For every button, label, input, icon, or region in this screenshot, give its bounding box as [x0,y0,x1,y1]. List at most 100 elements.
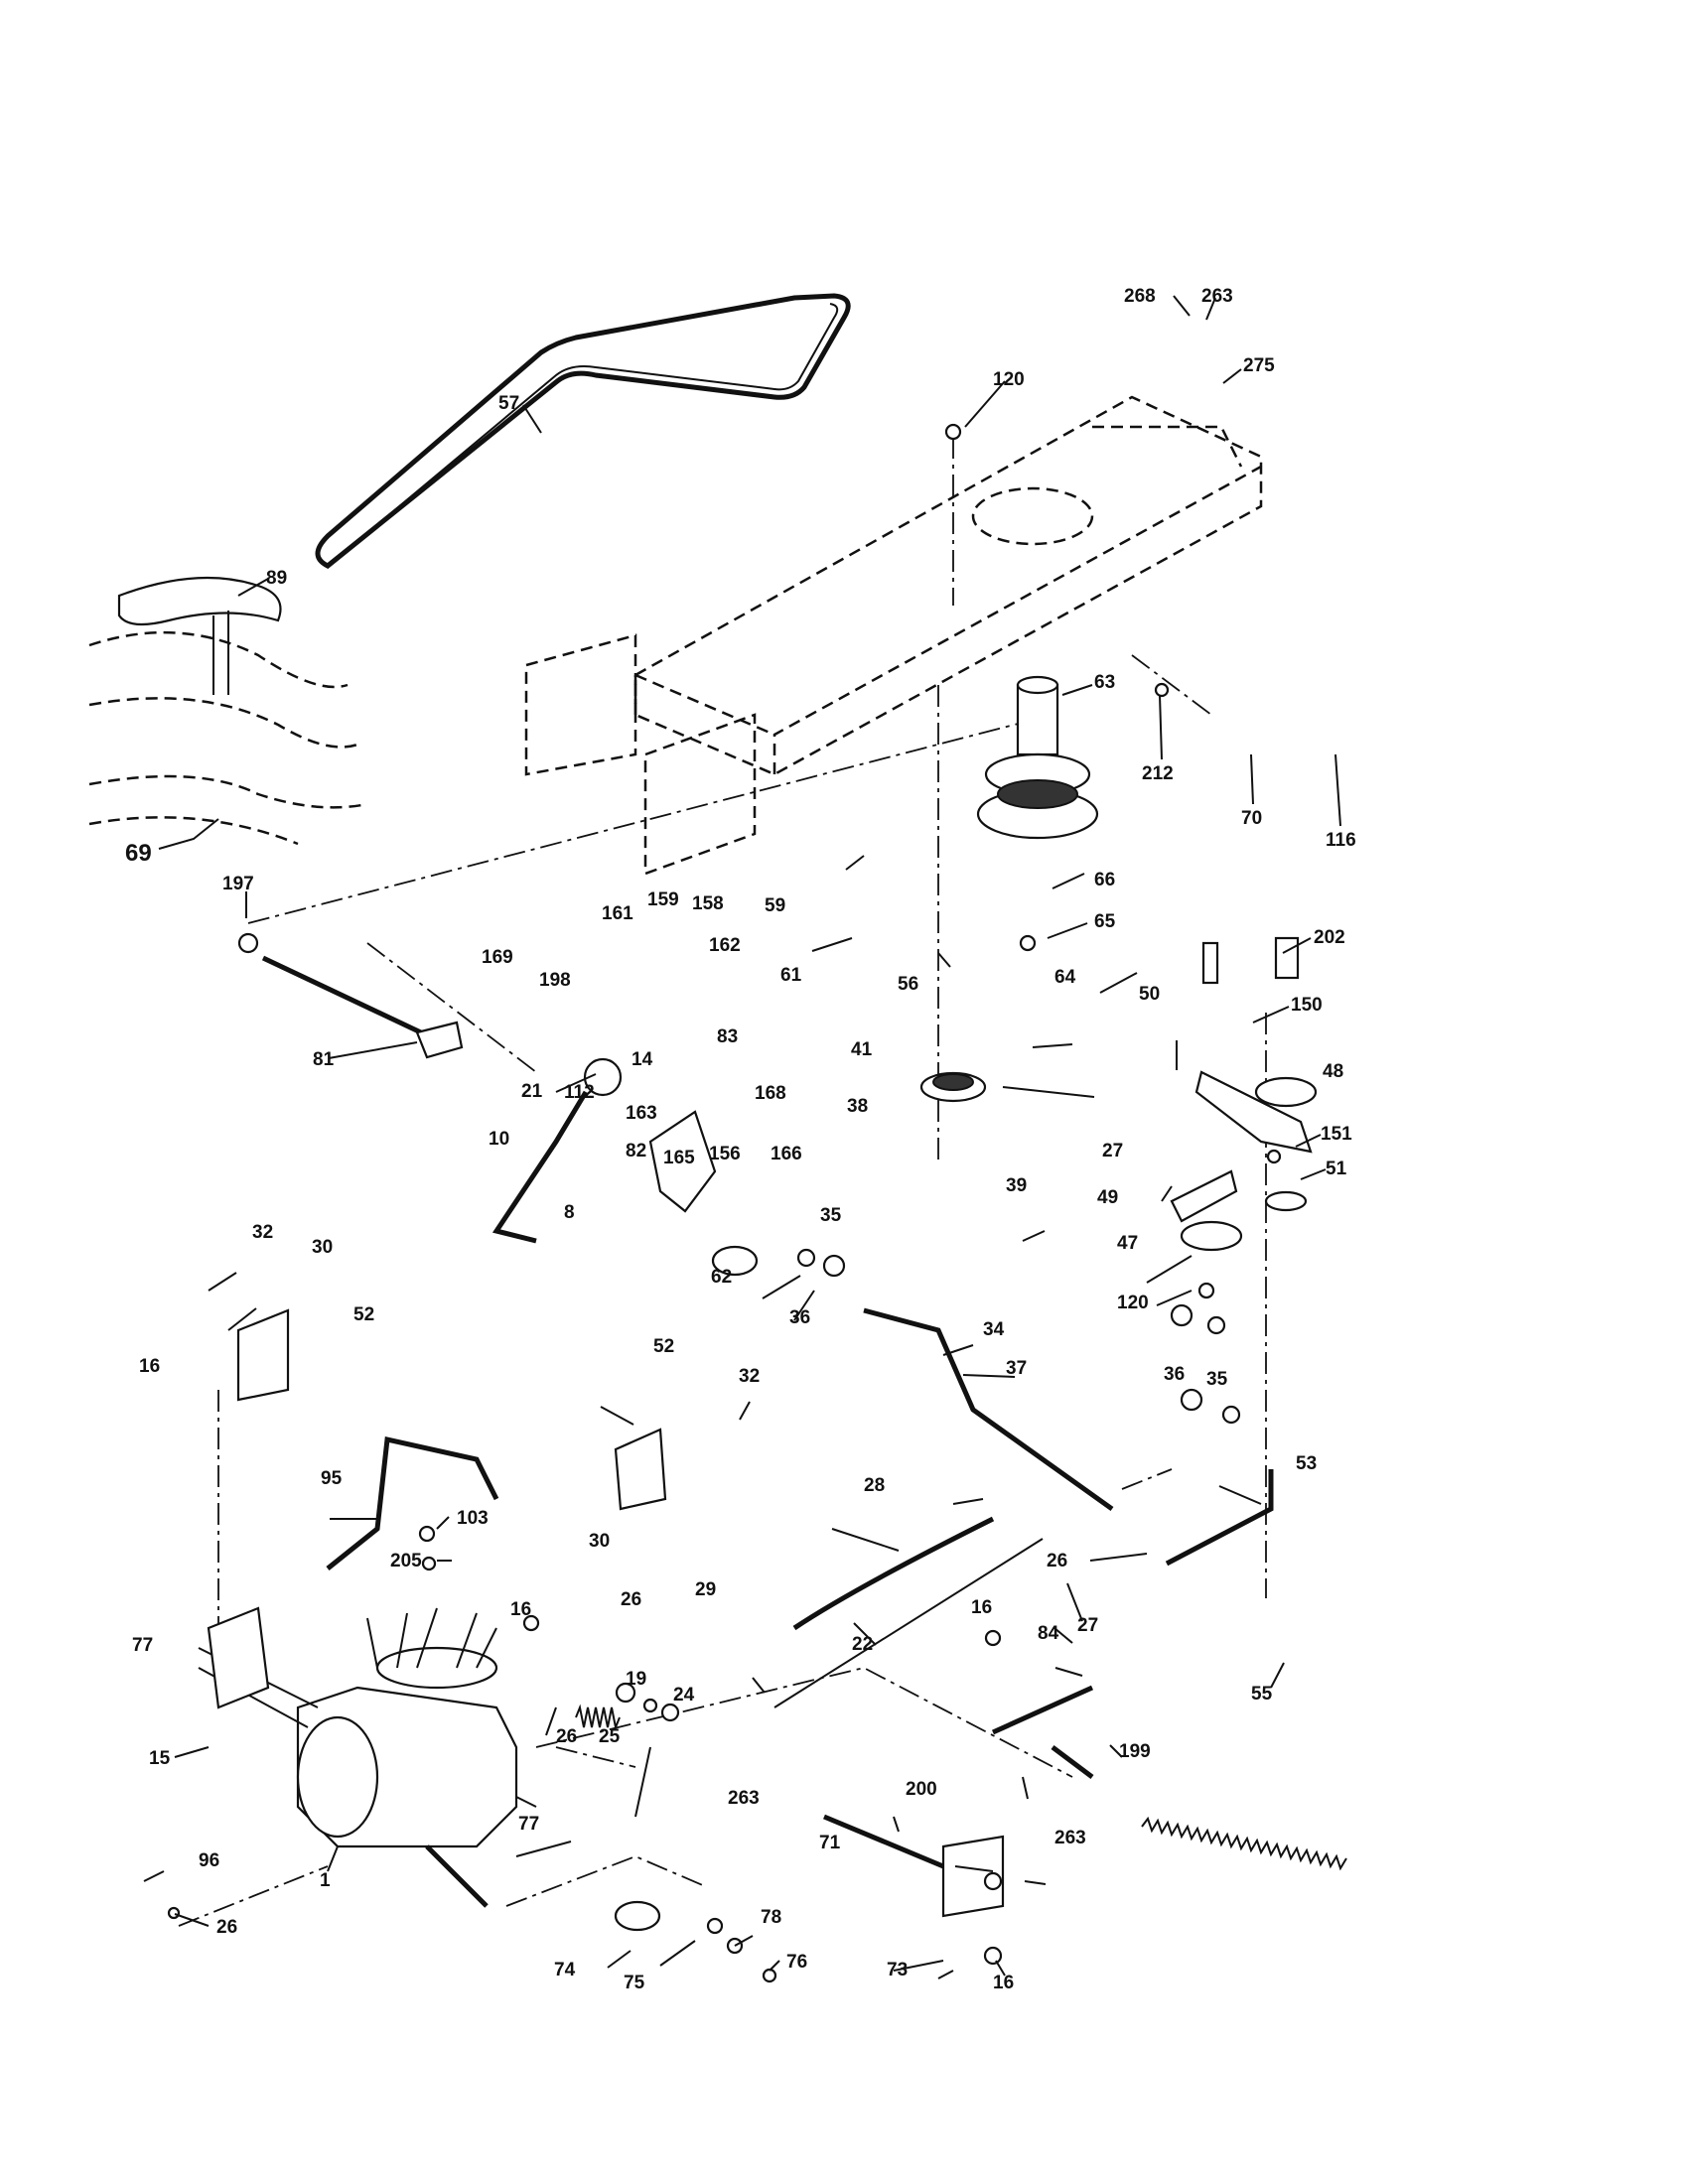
callout-197: 197 [222,874,254,894]
callout-8: 8 [564,1202,575,1223]
callout-65: 65 [1094,911,1116,932]
callout-25: 25 [599,1726,621,1747]
callout-84: 84 [1038,1623,1059,1644]
callout-37: 37 [1006,1358,1027,1379]
callout-41: 41 [851,1039,873,1060]
callout-55: 55 [1251,1684,1273,1705]
callout-78: 78 [761,1907,781,1928]
callout-76: 76 [786,1952,807,1973]
callout-21: 21 [521,1081,543,1102]
callout-150: 150 [1291,995,1323,1016]
callout-112: 112 [564,1082,595,1103]
leader-lines [143,295,1341,1979]
callout-63: 63 [1094,672,1115,693]
hardware [167,423,1282,1983]
frame-outline [524,395,1263,876]
callout-70: 70 [1241,808,1262,829]
callout-82: 82 [626,1141,646,1161]
callout-95: 95 [321,1468,343,1489]
mount-brackets [236,1110,1005,1918]
callout-96: 96 [199,1850,219,1871]
callout-52: 52 [653,1336,674,1357]
callout-39: 39 [1006,1175,1027,1196]
idler-brackets [1170,936,1318,1252]
callout-74: 74 [554,1960,576,1980]
callout-77: 77 [518,1814,539,1835]
callout-205: 205 [390,1551,422,1571]
callout-57: 57 [498,393,519,414]
callout-156: 156 [709,1144,741,1164]
callout-120: 120 [993,369,1025,390]
callout-56: 56 [898,974,918,995]
callout-158: 158 [692,893,724,914]
callout-162: 162 [709,935,741,956]
callout-116: 116 [1326,830,1356,851]
callout-26: 26 [621,1589,641,1610]
callout-28: 28 [864,1475,885,1496]
transaxle [198,1606,518,1908]
callout-26: 26 [216,1917,237,1938]
callout-22: 22 [852,1634,873,1655]
callout-29: 29 [695,1579,716,1600]
callout-49: 49 [1097,1187,1118,1208]
callout-19: 19 [626,1669,646,1690]
callout-81: 81 [313,1049,335,1070]
callout-26: 26 [556,1726,577,1747]
callout-47: 47 [1117,1233,1138,1254]
rods [261,955,1274,1869]
callout-32: 32 [739,1366,760,1387]
pulley-assembly [919,675,1099,1103]
callout-166: 166 [771,1144,802,1164]
callout-34: 34 [983,1319,1005,1340]
springs [575,1704,1347,1871]
callout-77: 77 [132,1635,153,1656]
callout-263: 263 [1054,1828,1086,1848]
callout-16: 16 [993,1973,1014,1993]
callout-69: 69 [125,840,152,867]
callout-30: 30 [312,1237,333,1258]
callout-161: 161 [602,903,633,924]
callout-26: 26 [1047,1551,1067,1571]
callout-165: 165 [663,1148,695,1168]
callout-168: 168 [755,1083,786,1104]
callout-51: 51 [1326,1159,1347,1179]
callout-48: 48 [1323,1061,1343,1082]
callout-163: 163 [626,1103,657,1124]
callout-120: 120 [1117,1293,1149,1313]
callout-73: 73 [887,1960,908,1980]
callout-263: 263 [728,1788,760,1809]
callout-59: 59 [765,895,785,916]
callout-159: 159 [647,889,679,910]
callouts: 268 263 275 120 57 89 63 212 70 116 69 1… [125,286,1356,1993]
callout-35: 35 [820,1205,842,1226]
callout-103: 103 [457,1508,489,1529]
callout-52: 52 [353,1304,374,1325]
callout-61: 61 [780,965,802,986]
callout-151: 151 [1321,1124,1352,1145]
callout-15: 15 [149,1748,171,1769]
callout-75: 75 [624,1973,645,1993]
callout-16: 16 [139,1356,160,1377]
callout-212: 212 [1142,763,1174,784]
callout-36: 36 [1164,1364,1185,1385]
callout-198: 198 [539,970,571,991]
callout-27: 27 [1077,1615,1098,1636]
callout-71: 71 [819,1833,841,1853]
callout-32: 32 [252,1222,273,1243]
callout-35: 35 [1206,1369,1228,1390]
callout-66: 66 [1094,870,1115,890]
callout-202: 202 [1314,927,1345,948]
callout-200: 200 [906,1779,937,1800]
callout-199: 199 [1119,1741,1151,1762]
callout-50: 50 [1139,984,1160,1005]
callout-16: 16 [510,1599,531,1620]
callout-14: 14 [632,1049,653,1070]
callout-89: 89 [266,568,287,589]
callout-169: 169 [482,947,513,968]
callout-268: 268 [1124,286,1156,307]
callout-24: 24 [673,1685,695,1706]
callout-27: 27 [1102,1141,1123,1161]
fender-outline [88,576,368,846]
callout-275: 275 [1243,355,1275,376]
